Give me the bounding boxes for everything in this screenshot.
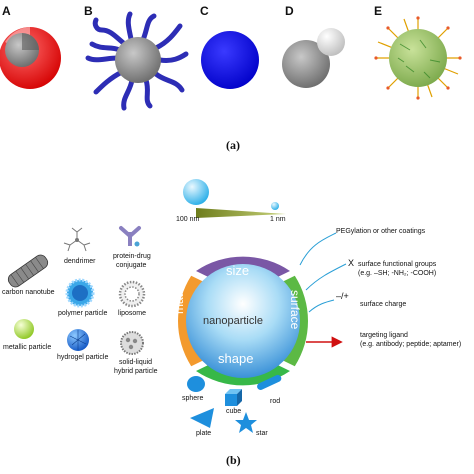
panel-letter-a: A — [2, 4, 11, 18]
ligand-coated-particle — [374, 16, 462, 100]
surface-charge-label: surface charge — [360, 301, 407, 308]
dendrimer-label: dendrimer — [64, 258, 96, 265]
functional-group-connector — [305, 263, 347, 291]
polymer-particle-icon — [65, 278, 95, 308]
surface-connectors — [299, 232, 347, 313]
sphere-shape-icon — [187, 376, 205, 392]
functional-group-marker: X — [348, 258, 355, 268]
polymer-particle-label: polymer particle — [58, 310, 108, 317]
hydrogel-particle-label: hydrogel particle — [57, 354, 109, 361]
shape-icons — [187, 374, 282, 433]
nanoparticle-center — [186, 264, 300, 378]
property-wheel — [178, 256, 308, 386]
scale-label-100nm: 100 nm — [176, 216, 200, 223]
polymer-coated-particle — [85, 11, 189, 111]
plate-label: plate — [196, 430, 212, 437]
large-particle-icon — [183, 179, 209, 205]
carbon-nanotube-label: carbon nanotube — [2, 289, 55, 296]
small-particle-icon — [271, 202, 279, 210]
carbon-nanotube-icon — [7, 254, 49, 288]
rod-label: rod — [270, 398, 281, 405]
solid-liquid-label-line1: solid-liquid — [119, 359, 153, 366]
protein-drug-conjugate-icon — [119, 226, 141, 247]
charge-connector — [308, 299, 335, 313]
material-label: material — [172, 271, 186, 314]
janus-particle — [282, 28, 345, 88]
liposome-icon — [118, 280, 146, 308]
caption-a: (a) — [226, 138, 240, 152]
pegylation-connector — [299, 232, 337, 266]
solid-liquid-label-line2: hybrid particle — [114, 368, 158, 375]
protein-drug-label-line2: conjugate — [116, 262, 147, 269]
panel-letter-d: D — [285, 4, 294, 18]
panel-letter-c: C — [200, 4, 209, 18]
charge-symbols: –/+ — [336, 291, 349, 301]
metallic-particle-icon — [14, 319, 34, 339]
size-scale — [183, 179, 286, 218]
solid-liquid-hybrid-icon — [120, 331, 144, 355]
metallic-particle-label: metallic particle — [3, 344, 52, 351]
panel-letter-e: E — [374, 4, 383, 18]
functional-groups-label-line1: surface functional groups — [358, 261, 437, 268]
star-label: star — [256, 430, 268, 437]
pegylation-label: PEGylation or other coatings — [336, 228, 426, 235]
sphere-label: sphere — [182, 395, 204, 402]
blue-sphere-particle — [201, 31, 259, 89]
cube-shape-icon — [225, 389, 242, 406]
cube-label: cube — [226, 408, 242, 415]
targeting-ligand-label-line1: targeting ligand — [360, 332, 408, 339]
star-shape-icon — [235, 412, 257, 433]
rod-shape-icon — [257, 374, 282, 390]
surface-label: surface — [288, 290, 302, 330]
size-label: size — [226, 263, 250, 278]
nanoparticle-properties-diagram — [7, 179, 347, 433]
plate-shape-icon — [190, 408, 214, 428]
liposome-label: liposome — [118, 310, 147, 317]
functional-groups-label-line2: (e.g. –SH; -NH₂; -COOH) — [358, 270, 437, 277]
caption-b: (b) — [226, 453, 241, 467]
nanoparticle-examples-illustration — [0, 11, 462, 111]
shape-label: shape — [218, 351, 254, 366]
nanoparticle-label: nanoparticle — [203, 315, 263, 327]
panel-letter-b: B — [84, 4, 93, 18]
size-scale-wedge — [196, 208, 286, 218]
dendrimer-icon — [63, 227, 91, 252]
targeting-ligand-label-line2: (e.g. antibody; peptide; aptamer) — [360, 341, 462, 348]
core-shell-particle — [0, 27, 61, 89]
scale-label-1nm: 1 nm — [270, 216, 286, 223]
hydrogel-particle-icon — [67, 329, 89, 351]
protein-drug-label-line1: protein-drug — [113, 253, 151, 260]
